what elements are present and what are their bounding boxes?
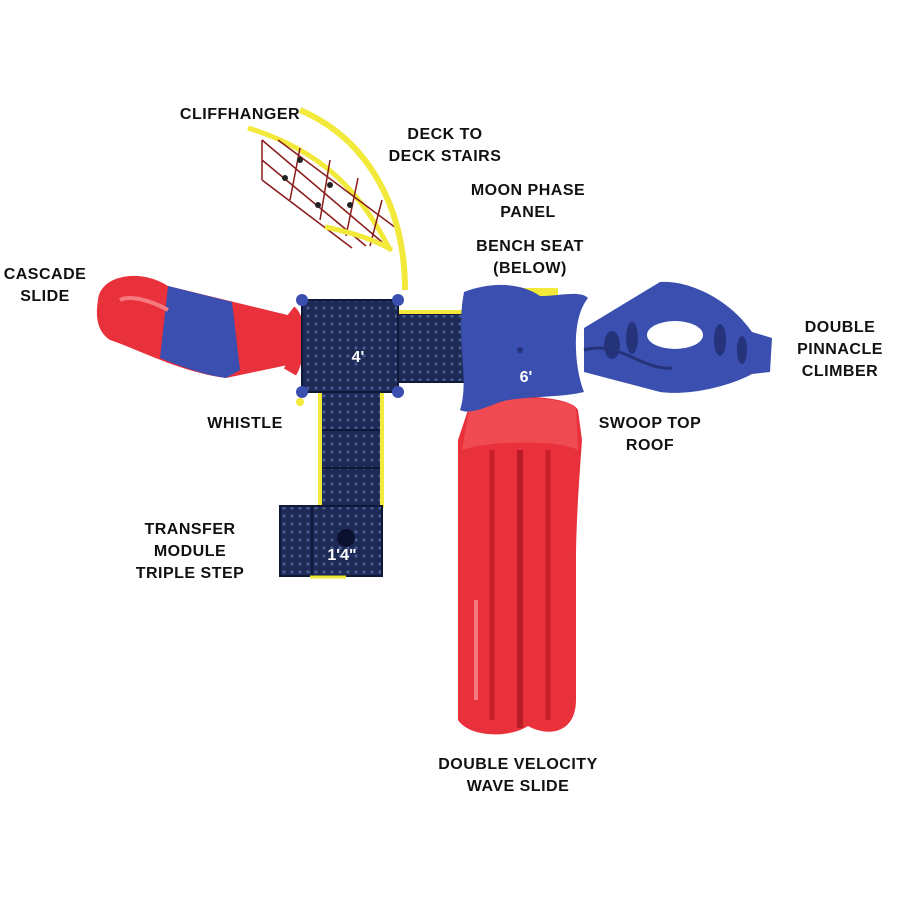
deck-6-height-label: 6' bbox=[520, 369, 533, 386]
cliffhanger-net bbox=[247, 125, 397, 253]
label-cascade-slide: CASCADE SLIDE bbox=[3, 266, 87, 305]
double-pinnacle-climber bbox=[583, 281, 772, 393]
label-bench-seat: BENCH SEAT (BELOW) bbox=[476, 238, 584, 277]
transfer-height-label: 1'4" bbox=[327, 547, 356, 564]
whistle bbox=[296, 398, 304, 406]
deck-4: 4' bbox=[296, 294, 404, 398]
deck-4-height-label: 4' bbox=[352, 349, 365, 366]
transfer-module: 1'4" bbox=[279, 505, 383, 579]
label-whistle: WHISTLE bbox=[207, 415, 283, 432]
label-transfer-module: TRANSFER MODULE TRIPLE STEP bbox=[135, 521, 245, 582]
stair-walkway bbox=[318, 388, 384, 508]
label-deck-to-deck-stairs: DECK TO DECK STAIRS bbox=[388, 126, 502, 165]
swoop-top-roof: 6' bbox=[460, 284, 588, 412]
label-double-pinnacle-climber: DOUBLE PINNACLE CLIMBER bbox=[797, 319, 883, 380]
deck-to-deck-stairs-rail bbox=[298, 107, 408, 291]
label-double-velocity-wave-slide: DOUBLE VELOCITY WAVE SLIDE bbox=[438, 756, 598, 795]
double-velocity-wave-slide bbox=[458, 396, 582, 735]
cascade-slide bbox=[96, 275, 305, 378]
label-swoop-top-roof: SWOOP TOP ROOF bbox=[598, 415, 702, 454]
label-moon-phase-panel: MOON PHASE PANEL bbox=[470, 182, 586, 221]
label-cliffhanger: CLIFFHANGER bbox=[179, 106, 301, 123]
